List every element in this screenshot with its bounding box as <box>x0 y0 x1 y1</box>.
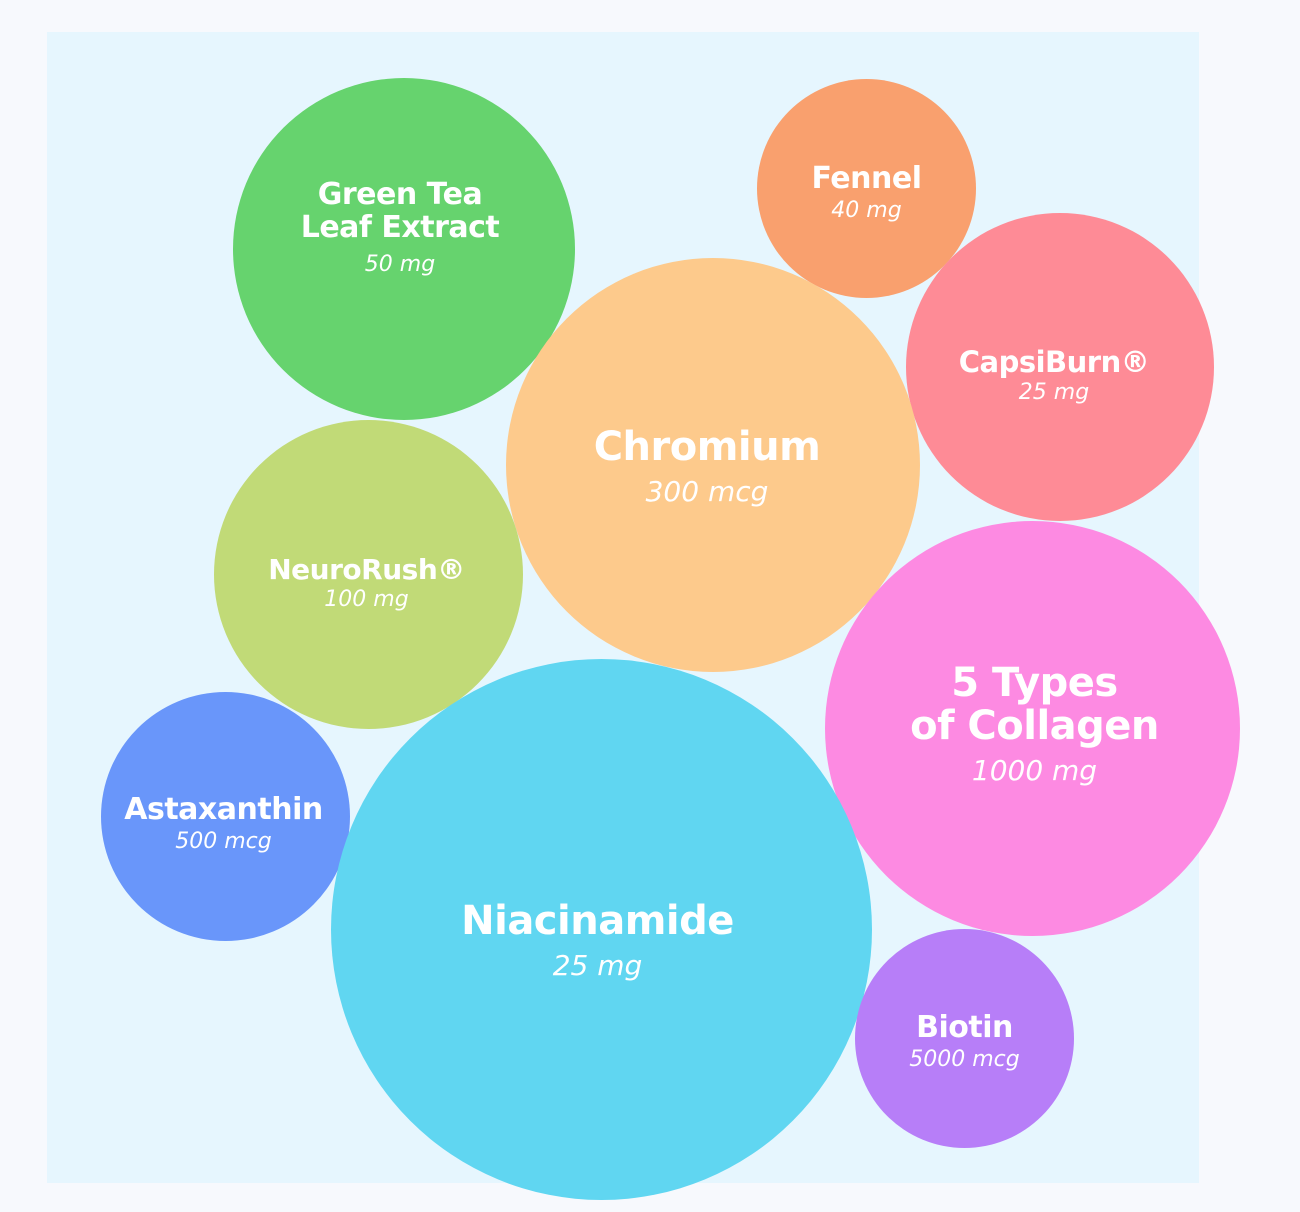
ingredient-dose: 25 mg <box>1018 380 1090 406</box>
bubble-neurorush: NeuroRush® 100 mg <box>214 420 523 729</box>
ingredient-name: Astaxanthin <box>124 792 323 828</box>
bubble-green-tea-leaf-extract: Green Tea Leaf Extract 50 mg <box>233 78 575 420</box>
ingredient-dose: 50 mg <box>364 252 436 278</box>
ingredient-name: CapsiBurn® <box>958 345 1150 380</box>
ingredient-dose: 5000 mcg <box>909 1046 1020 1072</box>
bubble-5-types-of-collagen: 5 Types of Collagen 1000 mg <box>825 521 1240 936</box>
ingredient-dose: 1000 mg <box>971 753 1098 787</box>
ingredient-name: Niacinamide <box>461 898 734 945</box>
bubble-astaxanthin: Astaxanthin 500 mcg <box>101 692 350 941</box>
ingredient-name: Biotin <box>916 1010 1013 1046</box>
bubble-fennel: Fennel 40 mg <box>757 79 976 298</box>
bubble-chromium: Chromium 300 mcg <box>506 258 920 672</box>
bubble-niacinamide: Niacinamide 25 mg <box>331 659 872 1200</box>
bubble-capsiburn: CapsiBurn® 25 mg <box>906 213 1214 521</box>
ingredient-dose: 25 mg <box>552 949 643 983</box>
ingredient-dose: 100 mg <box>324 587 409 613</box>
ingredient-dose: 300 mcg <box>645 474 769 508</box>
ingredients-bubble-panel: Green Tea Leaf Extract 50 mg Fennel 40 m… <box>47 32 1240 1200</box>
ingredient-name: NeuroRush® <box>268 553 465 587</box>
bubble-biotin: Biotin 5000 mcg <box>855 929 1074 1148</box>
ingredient-name: Fennel <box>811 161 922 197</box>
ingredient-name: 5 Types of Collagen <box>910 659 1159 749</box>
ingredient-dose: 40 mg <box>831 197 902 223</box>
ingredient-name: Green Tea Leaf Extract <box>300 177 500 245</box>
ingredient-name: Chromium <box>593 423 821 470</box>
ingredient-dose: 500 mcg <box>175 828 272 854</box>
